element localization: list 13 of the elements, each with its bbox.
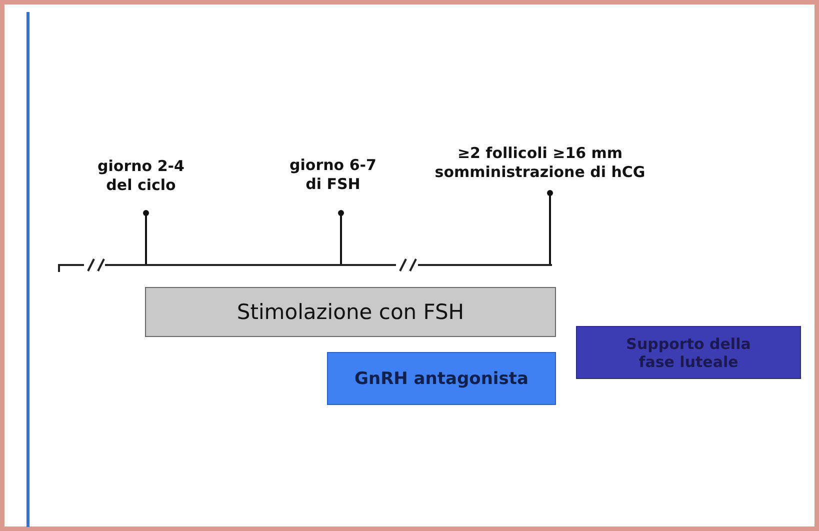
timepoint-label: giorno 6-7 di FSH	[288, 156, 378, 194]
phase-bar	[327, 352, 556, 405]
timepoint-label: giorno 2-4 del ciclo	[96, 157, 186, 195]
phase-bar	[576, 326, 801, 379]
phase-label: Stimolazione con FSH	[236, 300, 464, 324]
leader-line	[547, 190, 553, 265]
phase-label: GnRH antagonista	[354, 368, 528, 388]
leader-line	[143, 210, 149, 265]
phase-bar	[145, 287, 556, 337]
phase-label: Supporto della fase luteale	[625, 334, 752, 370]
timepoint-label: somministrazione di hCG	[434, 163, 646, 182]
timepoint-label: ≥2 follicoli ≥16 mm	[457, 144, 623, 163]
leader-line	[338, 210, 344, 265]
